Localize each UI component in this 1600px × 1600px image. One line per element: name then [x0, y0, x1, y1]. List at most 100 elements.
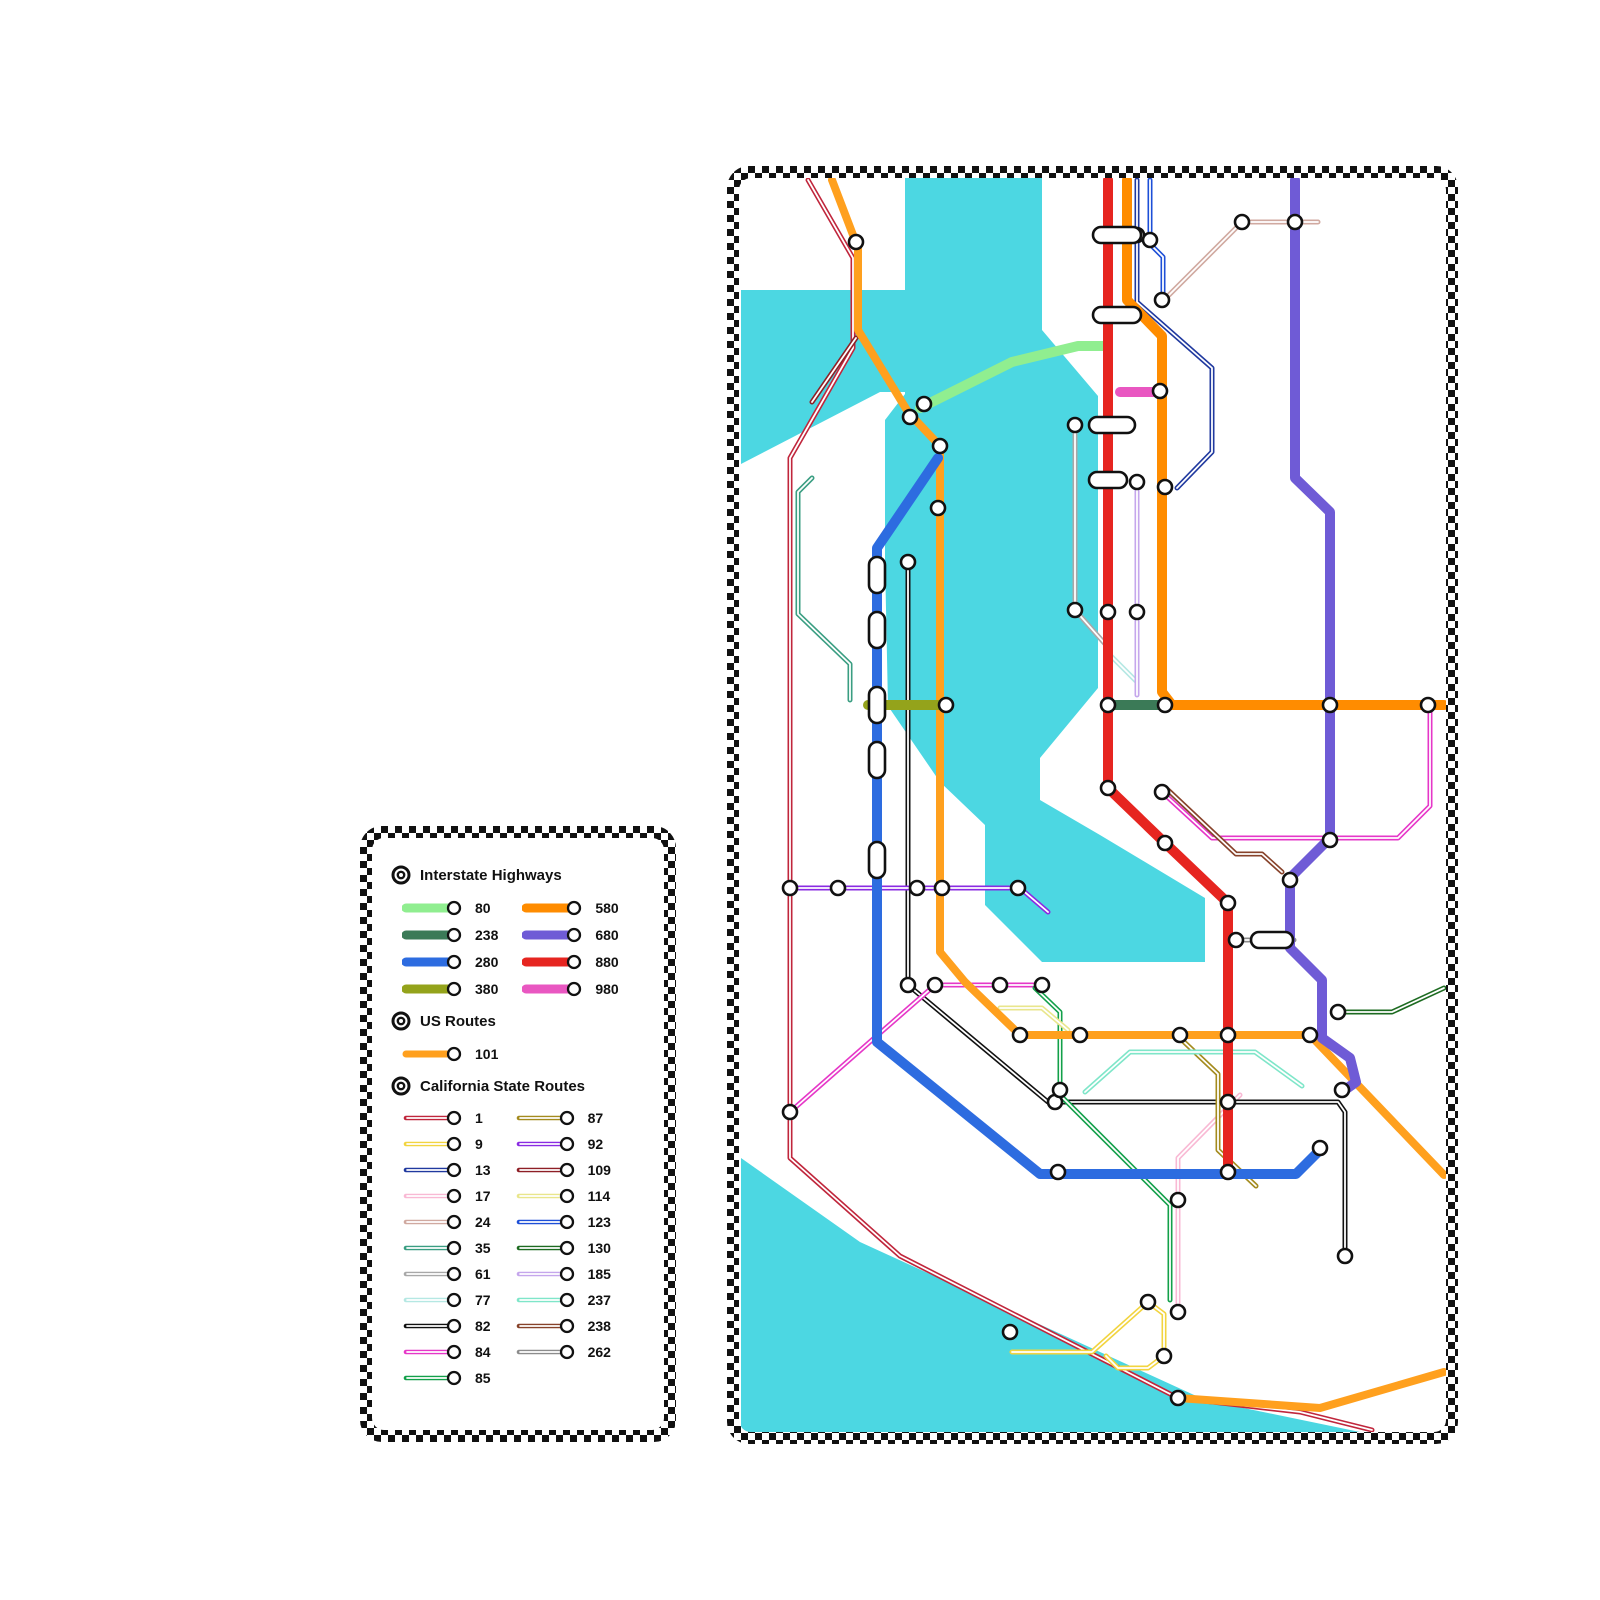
route-number-label: 185	[587, 1266, 611, 1282]
route-casing-9	[1011, 1301, 1149, 1353]
legend-route-row: 84	[402, 1339, 491, 1365]
route-87	[1179, 1037, 1259, 1189]
route-swatch	[403, 1292, 462, 1308]
route-680	[1285, 178, 1361, 1097]
station-marker	[1227, 931, 1245, 949]
station-marker	[1219, 894, 1237, 912]
station-marker	[559, 1292, 574, 1308]
route-number-label: 13	[475, 1162, 491, 1178]
route-number-label: 109	[587, 1162, 611, 1178]
station-marker	[559, 1136, 574, 1152]
station-marker	[1419, 696, 1437, 714]
route-84	[787, 982, 1045, 1115]
route-number-label: 380	[475, 980, 499, 997]
route-number-label: 61	[475, 1266, 491, 1282]
station-marker	[1033, 976, 1051, 994]
legend-us-rows: 101	[402, 1040, 650, 1067]
station-marker	[1011, 1026, 1029, 1044]
station-marker	[446, 1110, 462, 1126]
station-marker	[559, 1188, 574, 1204]
station-marker	[908, 879, 926, 897]
station-marker	[847, 233, 865, 251]
station-marker	[937, 696, 955, 714]
route-swatch	[403, 1318, 462, 1334]
station-marker	[1066, 416, 1084, 434]
route-swatch	[403, 1266, 462, 1282]
route-swatch	[516, 1110, 574, 1126]
station-marker	[1156, 696, 1174, 714]
legend-section-title: Interstate Highways	[420, 866, 562, 884]
route-number-label: 880	[595, 953, 619, 970]
route-swatch	[516, 1162, 574, 1178]
route-swatch	[403, 1188, 462, 1204]
station-marker	[446, 1370, 462, 1386]
legend-route-row: 24	[402, 1209, 491, 1235]
route-number-label: 238	[587, 1318, 611, 1334]
station-marker	[446, 1318, 462, 1334]
station-marker	[1233, 213, 1251, 231]
route-swatch	[403, 1162, 462, 1178]
station-marker	[446, 1136, 462, 1152]
station-marker	[933, 879, 951, 897]
route-130	[1335, 985, 1446, 1015]
route-237	[1082, 1049, 1305, 1095]
route-swatch	[522, 927, 582, 942]
route-casing-84	[789, 984, 1043, 1113]
station-marker	[1311, 1139, 1329, 1157]
route-casing-238	[1167, 789, 1283, 873]
route-swatch	[402, 981, 462, 996]
station-marker	[781, 1103, 799, 1121]
route-number-label: 101	[475, 1045, 499, 1062]
station-pill-marker	[1087, 415, 1137, 435]
station-marker	[567, 954, 582, 969]
route-number-label: 580	[595, 899, 619, 916]
station-marker	[1066, 601, 1084, 619]
legend-route-row: 980	[522, 975, 619, 1002]
legend-route-row: 880	[522, 948, 619, 975]
route-number-label: 1	[475, 1110, 483, 1126]
station-marker	[1169, 1191, 1187, 1209]
route-number-label: 680	[595, 926, 619, 943]
route-swatch	[516, 1292, 574, 1308]
station-pill-marker	[867, 740, 887, 780]
station-marker	[559, 1110, 574, 1126]
legend-route-row: 280	[402, 948, 498, 975]
station-marker	[1151, 382, 1169, 400]
station-marker	[1153, 291, 1171, 309]
route-number-label: 9	[475, 1136, 483, 1152]
station-marker	[559, 1344, 574, 1360]
legend-route-row: 9	[402, 1131, 491, 1157]
legend-route-row: 680	[522, 921, 619, 948]
station-marker	[446, 1266, 462, 1282]
route-swatch	[403, 1344, 462, 1360]
legend-route-row: 237	[515, 1287, 611, 1313]
route-swatch	[403, 1240, 462, 1256]
route-number-label: 980	[595, 980, 619, 997]
route-number-label: 280	[475, 953, 499, 970]
legend-route-row: 580	[522, 894, 619, 921]
legend-route-row: 35	[402, 1235, 491, 1261]
station-marker	[1099, 603, 1117, 621]
station-marker	[559, 1240, 574, 1256]
route-number-label: 85	[475, 1370, 491, 1386]
station-pill-marker	[867, 840, 887, 880]
route-swatch	[403, 1370, 462, 1386]
route-casing-237	[1084, 1051, 1303, 1093]
route-casing-77	[1109, 654, 1138, 683]
route-casing-114	[999, 1007, 1069, 1031]
station-marker	[446, 900, 462, 915]
station-marker	[559, 1214, 574, 1230]
station-marker	[1128, 603, 1146, 621]
legend-column: 101	[402, 1040, 498, 1067]
station-marker	[567, 900, 582, 915]
route-swatch	[522, 954, 582, 969]
legend-section-header-state: California State Routes	[390, 1075, 650, 1097]
legend-route-row: 380	[402, 975, 498, 1002]
legend-route-row: 17	[402, 1183, 491, 1209]
route-casing-130	[1337, 987, 1445, 1013]
legend-route-row: 61	[402, 1261, 491, 1287]
